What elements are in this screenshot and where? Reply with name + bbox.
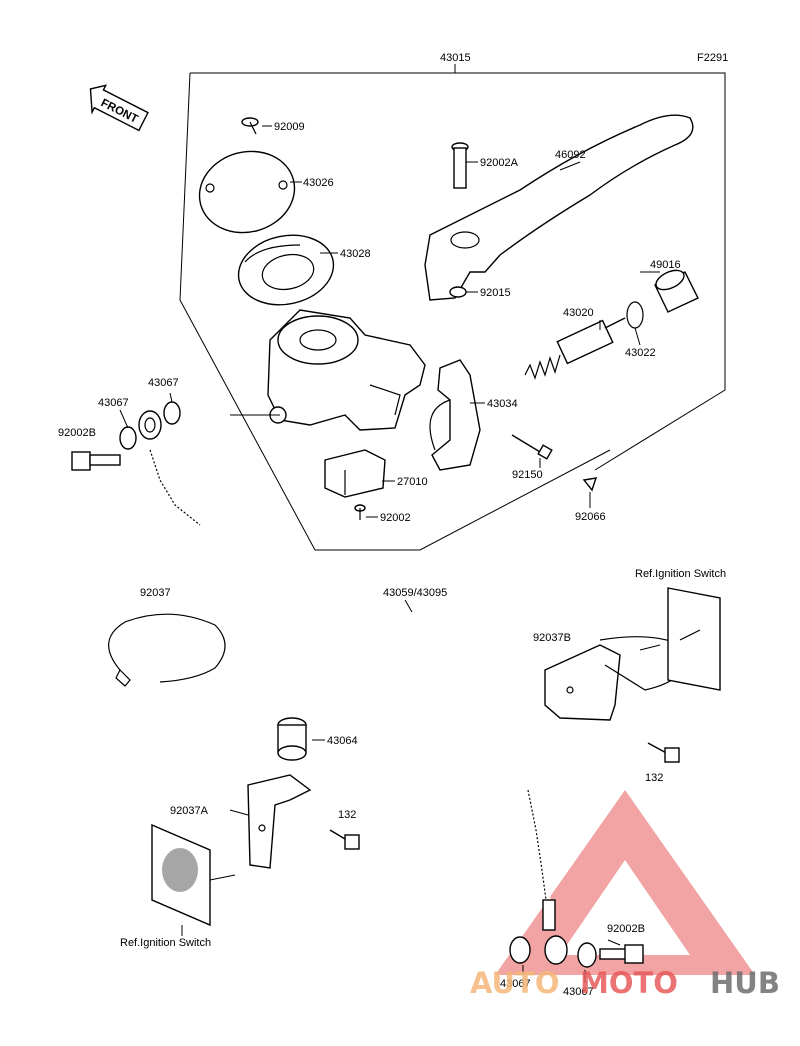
label-92015: 92015 xyxy=(480,287,511,299)
watermark-logo xyxy=(495,790,755,975)
nut-92015-icon xyxy=(449,286,467,298)
label-132-right: 132 xyxy=(645,772,663,784)
clamp-holder-icon xyxy=(429,359,481,471)
label-132-left: 132 xyxy=(338,809,356,821)
watermark-text: AUTO MOTO HUB xyxy=(470,966,780,1000)
label-43059-43095: 43059/43095 xyxy=(383,587,447,599)
label-43034: 43034 xyxy=(487,398,518,410)
brake-hose-icon xyxy=(147,439,551,906)
label-43067-a: 43067 xyxy=(148,377,179,389)
label-92009: 92009 xyxy=(274,121,305,133)
master-cylinder-body-icon xyxy=(267,309,426,431)
label-43026: 43026 xyxy=(303,177,334,189)
screw-92009-icon xyxy=(241,117,259,135)
watermark-hub: HUB xyxy=(710,966,780,1000)
reservoir-cap-icon xyxy=(198,150,296,234)
label-92002A: 92002A xyxy=(480,157,519,169)
front-arrow-icon: FRONT xyxy=(89,84,149,132)
bolt-132-left-icon xyxy=(329,829,360,850)
brake-lever-icon xyxy=(424,114,694,301)
washer-top-icon xyxy=(119,401,181,450)
bracket-92037A-icon xyxy=(247,774,312,869)
pivot-bolt-92002A-icon xyxy=(451,142,469,189)
label-92002: 92002 xyxy=(380,512,411,524)
label-92066: 92066 xyxy=(575,511,606,523)
boot-49016-icon xyxy=(654,269,699,313)
banjo-bolt-top-icon xyxy=(71,451,121,471)
watermark-moto: MOTO xyxy=(580,966,678,1000)
label-assembly-43015: 43015 xyxy=(440,52,471,64)
label-ref-ignition-switch-right: Ref.Ignition Switch xyxy=(635,568,726,580)
label-43067-c: 43067 xyxy=(500,978,531,990)
banjo-fitting-bottom-icon xyxy=(509,899,644,968)
figure-code: F2291 xyxy=(697,52,728,64)
piston-set-icon xyxy=(524,317,626,380)
cap-92066-icon xyxy=(582,477,598,492)
screw-92002-icon xyxy=(354,504,366,520)
label-92037A: 92037A xyxy=(170,805,209,817)
label-49016: 49016 xyxy=(650,259,681,271)
label-27010: 27010 xyxy=(397,476,428,488)
label-92037B: 92037B xyxy=(533,632,571,644)
label-43022: 43022 xyxy=(625,347,656,359)
brake-switch-icon xyxy=(324,449,386,498)
label-46092: 46092 xyxy=(555,149,586,161)
ignition-switch-right-icon xyxy=(667,587,721,691)
label-ref-ignition-switch-left: Ref.Ignition Switch xyxy=(120,937,211,949)
label-92150: 92150 xyxy=(512,469,543,481)
banjo-fitting-top-icon xyxy=(138,410,162,440)
label-92037: 92037 xyxy=(140,587,171,599)
label-43020: 43020 xyxy=(563,307,594,319)
watermark-auto: AUTO xyxy=(470,966,560,1000)
label-43028: 43028 xyxy=(340,248,371,260)
bolt-132-right-icon xyxy=(647,742,680,763)
assembly-outline xyxy=(179,64,726,551)
label-92002B-bottom: 92002B xyxy=(607,923,645,935)
leader-lines xyxy=(119,125,661,983)
label-43067-b: 43067 xyxy=(98,397,129,409)
diaphragm-plate-icon xyxy=(237,234,335,306)
hose-clamp-92037-icon xyxy=(108,613,226,687)
label-43064: 43064 xyxy=(327,735,358,747)
label-43067-d: 43067 xyxy=(563,986,594,998)
circlip-43022-icon xyxy=(626,301,644,329)
ignition-switch-left-icon xyxy=(151,823,211,927)
damper-43064-icon xyxy=(277,717,307,761)
bolt-92150-icon xyxy=(511,434,553,460)
label-92002B-top: 92002B xyxy=(58,427,96,439)
